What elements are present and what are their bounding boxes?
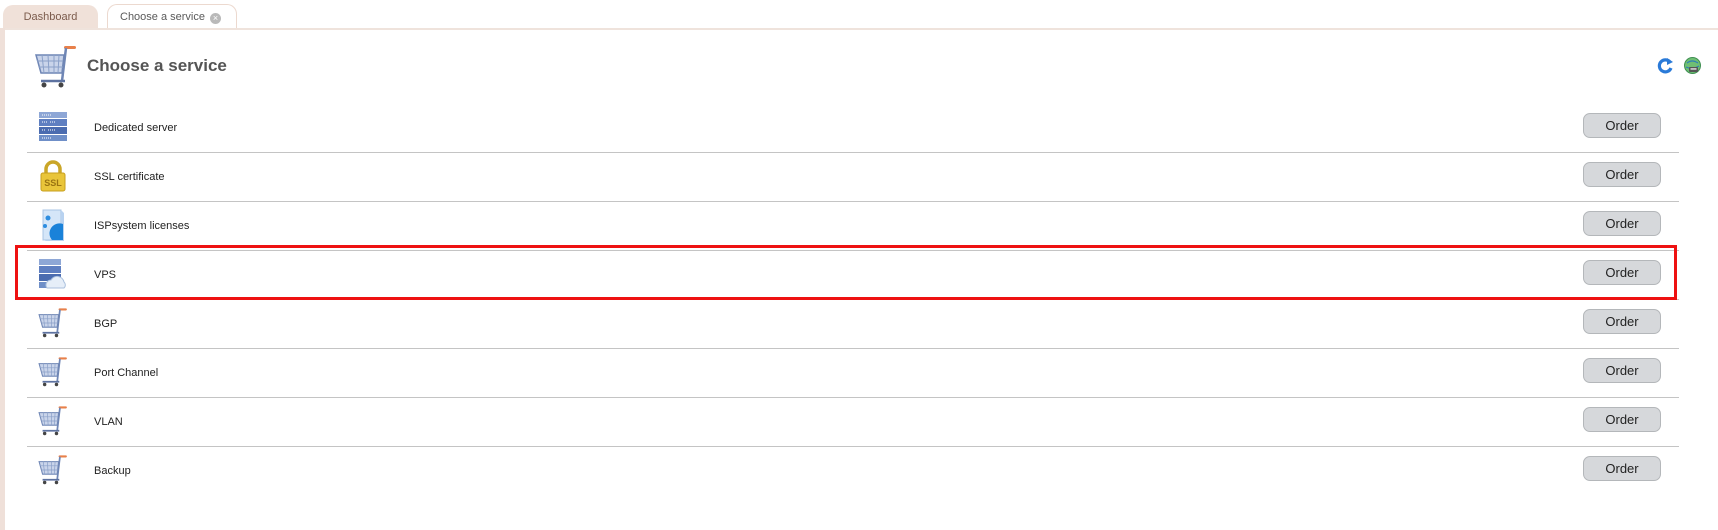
service-row: VLAN Order (27, 398, 1679, 447)
order-button[interactable]: Order (1583, 407, 1661, 432)
service-row: BGP Order (27, 300, 1679, 349)
isp-license-icon (37, 208, 69, 242)
service-row-vps: VPS Order (27, 251, 1679, 300)
order-button[interactable]: Order (1583, 358, 1661, 383)
row-divider (27, 397, 1679, 398)
refresh-icon[interactable] (1657, 57, 1674, 74)
close-icon[interactable]: × (210, 13, 221, 24)
row-divider (27, 446, 1679, 447)
service-row: ISPsystem licenses Order (27, 202, 1679, 251)
order-button[interactable]: Order (1583, 162, 1661, 187)
ssl-lock-icon (37, 159, 69, 193)
service-label: BGP (94, 318, 118, 330)
shopping-cart-icon (37, 355, 69, 389)
service-label: Backup (94, 465, 131, 477)
service-row: SSL certificate Order (27, 153, 1679, 202)
shopping-cart-icon (33, 44, 79, 90)
shopping-cart-icon (37, 404, 69, 438)
service-label: VLAN (94, 416, 123, 428)
service-label: VPS (94, 269, 117, 281)
order-button[interactable]: Order (1583, 211, 1661, 236)
row-divider (27, 250, 1679, 251)
tab-dashboard[interactable]: Dashboard (3, 5, 98, 29)
service-row: Port Channel Order (27, 349, 1679, 398)
service-row: Dedicated server Order (27, 104, 1679, 153)
left-border (0, 28, 5, 530)
order-button[interactable]: Order (1583, 260, 1661, 285)
service-label: Dedicated server (94, 122, 178, 134)
server-rack-icon (37, 110, 69, 144)
service-label: SSL certificate (94, 171, 165, 183)
service-label: ISPsystem licenses (94, 220, 190, 232)
tab-label: Choose a service (120, 11, 205, 23)
tab-label: Dashboard (23, 11, 78, 23)
tab-choose-a-service[interactable]: Choose a service × (107, 4, 237, 30)
globe-print-icon[interactable] (1684, 57, 1701, 74)
service-row: Backup Order (27, 447, 1679, 496)
service-label: Port Channel (94, 367, 159, 379)
shopping-cart-icon (37, 453, 69, 487)
shopping-cart-icon (37, 306, 69, 340)
row-divider (27, 348, 1679, 349)
order-button[interactable]: Order (1583, 113, 1661, 138)
server-cloud-icon (37, 257, 69, 291)
tab-bar-divider (0, 28, 1718, 30)
row-divider (27, 152, 1679, 153)
tab-bar: Dashboard Choose a service × (0, 0, 1718, 30)
order-button[interactable]: Order (1583, 456, 1661, 481)
order-button[interactable]: Order (1583, 309, 1661, 334)
row-divider (27, 201, 1679, 202)
page-title: Choose a service (87, 56, 227, 75)
